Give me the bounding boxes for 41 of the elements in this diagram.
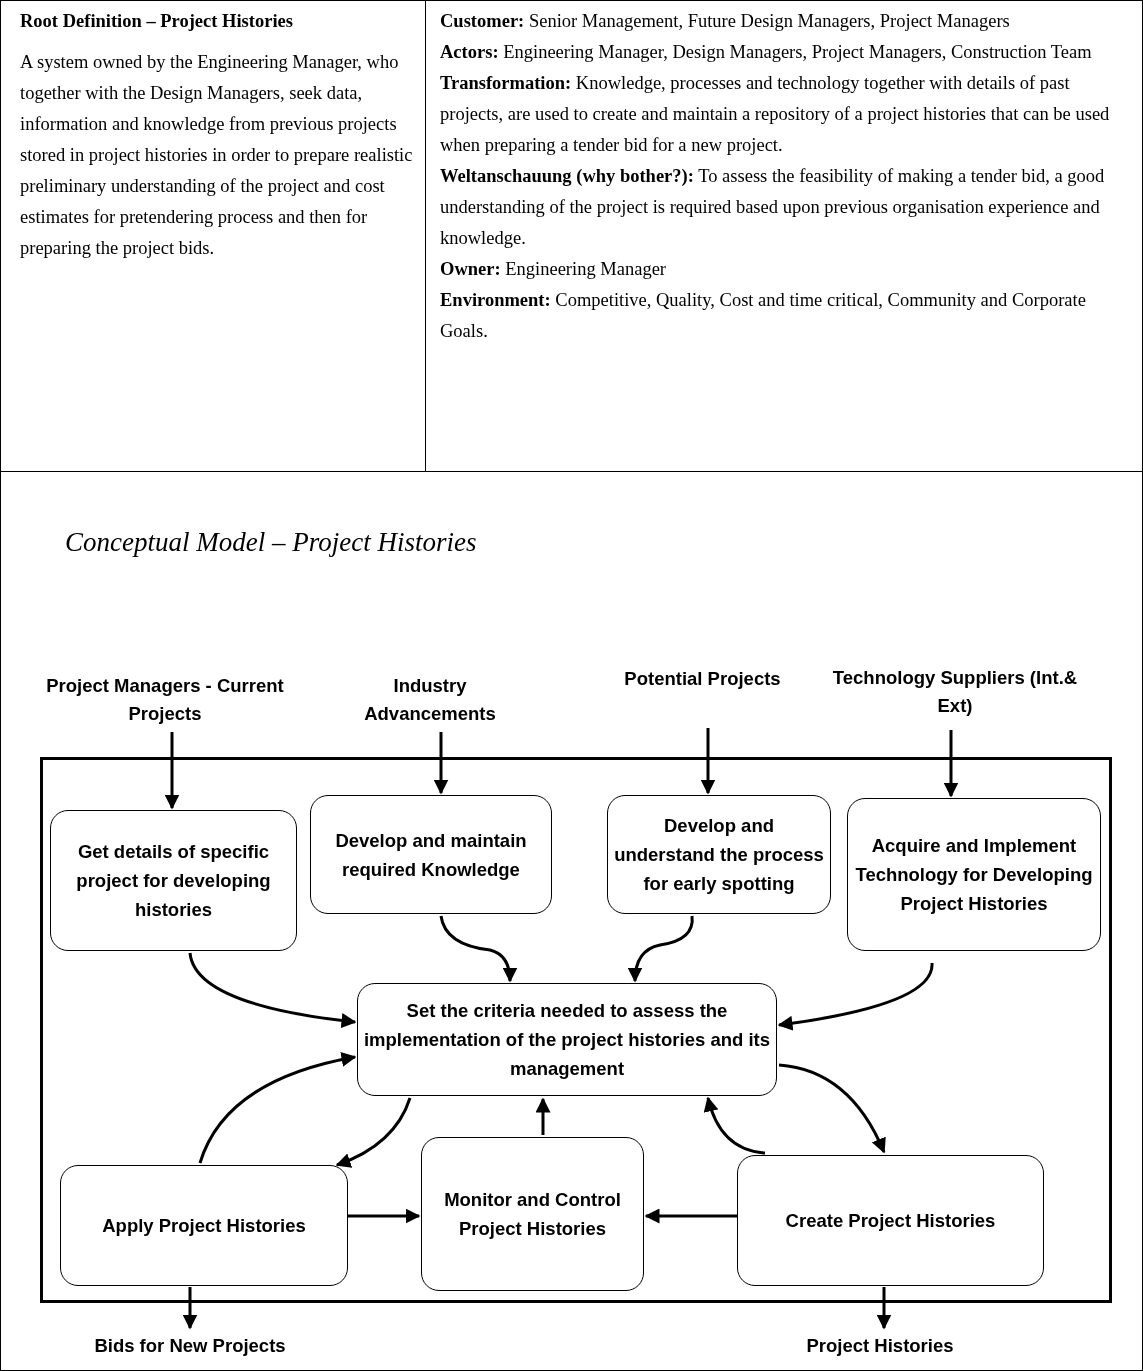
table-text: A system owned by the Engineering Manager, who together with the Design Managers, seek data, information and knowledge from previous projects stored in project histories in order to prepare realistic preliminary understanding of the project and cost estimates for pretendering process and then for preparing the project bids. <box>20 51 414 260</box>
process-box: Get details of specific project for developing histories <box>50 810 297 951</box>
arrow <box>777 962 934 1031</box>
process-box: Develop and understand the process for early spotting <box>607 795 831 914</box>
table-text: Actors: Engineering Manager, Design Managers, Project Managers, Construction Team <box>440 41 1093 64</box>
arrow <box>627 915 694 983</box>
arrow <box>439 915 518 983</box>
process-box: Apply Project Histories <box>60 1165 348 1286</box>
arrow <box>778 1063 886 1154</box>
table-text: Environment: Competitive, Quality, Cost and time critical, Community and Corporate Goals. <box>440 289 1087 343</box>
arrow <box>876 1287 892 1330</box>
arrow <box>700 728 716 795</box>
diagram-title: Conceptual Model – Project Histories <box>65 527 477 558</box>
table-text: Customer: Senior Management, Future Design Managers, Project Managers <box>440 10 1011 33</box>
arrow <box>644 1208 737 1224</box>
table-heading: Root Definition – Project Histories <box>20 10 294 33</box>
table-text: Transformation: Knowledge, processes and technology together with details of past projects, are used to create and maintain a repository of a project histories that can be used when preparing a tender bid for a new project. <box>440 72 1111 157</box>
node-text: Bids for New Projects <box>55 1330 325 1362</box>
node-text: Potential Projects <box>590 662 815 696</box>
arrow <box>182 1287 198 1330</box>
process-box: Acquire and Implement Technology for Developing Project Histories <box>847 798 1101 951</box>
process-box: Set the criteria needed to assess the implementation of the project histories and its management <box>357 983 777 1096</box>
arrow <box>198 1052 357 1164</box>
node-text: Industry Advancements <box>330 668 530 732</box>
table-text: Weltanschauung (why bother?): To assess the feasibility of making a tender bid, a good understanding of the project is required based upon previous organisation experience and knowledge. <box>440 165 1106 250</box>
arrow <box>943 730 959 798</box>
process-box: Develop and maintain required Knowledge <box>310 795 552 914</box>
arrow <box>188 952 357 1028</box>
node-text: Project Managers - Current Projects <box>40 668 290 732</box>
process-box: Monitor and Control Project Histories <box>421 1137 644 1291</box>
arrow <box>348 1208 421 1224</box>
arrow <box>433 732 449 795</box>
arrow <box>704 1096 766 1155</box>
node-text: Project Histories <box>770 1330 990 1362</box>
process-box: Create Project Histories <box>737 1155 1044 1286</box>
arrow <box>535 1097 551 1135</box>
table-text: Owner: Engineering Manager <box>440 258 668 281</box>
system-boundary <box>40 757 1112 1303</box>
arrow <box>164 732 180 810</box>
node-text: Technology Suppliers (Int.& Ext) <box>815 656 1095 728</box>
arrow <box>335 1097 412 1168</box>
